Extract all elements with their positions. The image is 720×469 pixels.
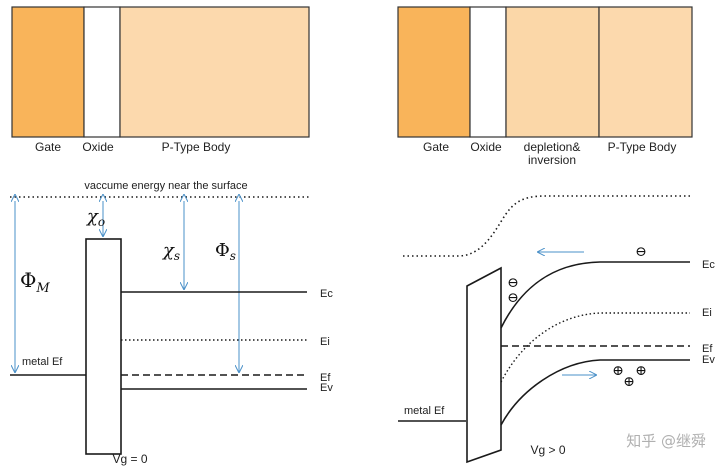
right-depletion-label-1: depletion&	[524, 140, 581, 154]
right-gate-label: Gate	[423, 140, 449, 154]
right-ei-curve	[500, 312, 690, 383]
left-gate-region	[11, 6, 85, 138]
left-oxide-region	[83, 6, 121, 138]
hole-symbol: ⊕	[623, 374, 635, 390]
phi-s-symbol: Φs	[215, 240, 236, 263]
electron-symbol: ⊖	[507, 290, 519, 306]
right-ef-label: Ef	[702, 343, 713, 355]
left-bias-label: Vg = 0	[112, 452, 147, 466]
right-body-region	[598, 6, 693, 138]
right-ec-label: Ec	[702, 259, 715, 271]
hole-symbol: ⊕	[635, 363, 647, 379]
chi-o-symbol: χo	[85, 206, 105, 229]
right-gate-region	[397, 6, 471, 138]
right-depletion-label-2: inversion	[528, 153, 576, 167]
left-body-region	[119, 6, 310, 138]
left-ef-label: Ef	[320, 372, 331, 384]
electron-symbol: ⊖	[507, 275, 519, 291]
right-body-label: P-Type Body	[608, 140, 677, 154]
right-ev-label: Ev	[702, 354, 715, 366]
right-oxide-label: Oxide	[470, 140, 502, 154]
chi-s-symbol: χs	[161, 240, 180, 263]
left-oxide-label: Oxide	[82, 140, 114, 154]
left-ev-label: Ev	[320, 382, 333, 394]
left-gate-label: Gate	[35, 140, 61, 154]
electron-symbol: ⊖	[635, 244, 647, 260]
left-metal-ef-label: metal Ef	[22, 356, 63, 368]
right-ei-label: Ei	[702, 307, 712, 319]
right-structure: Gate Oxide depletion& inversion P-Type B…	[397, 6, 693, 167]
watermark: 知乎 @继舜	[626, 432, 706, 450]
right-bias-label: Vg > 0	[530, 443, 565, 457]
right-oxide-region	[469, 6, 507, 138]
right-ec-curve	[500, 261, 690, 329]
right-vacuum-level-curve	[403, 195, 690, 257]
left-band-diagram: vaccume energy near the surface ΦM χo χs…	[10, 180, 333, 466]
phi-m-symbol: ΦM	[20, 268, 50, 296]
right-oxide-barrier	[466, 266, 502, 464]
right-metal-ef-label: metal Ef	[404, 405, 445, 417]
left-ei-label: Ei	[320, 336, 330, 348]
left-oxide-barrier	[85, 238, 122, 455]
hole-symbol: ⊕	[612, 363, 624, 379]
right-depletion-region	[505, 6, 600, 138]
right-ev-curve	[500, 359, 690, 426]
right-band-diagram: metal Ef Ec Ei Ef Ev ⊖ ⊖ ⊖ ⊕ ⊕ ⊕ Vg > 0	[398, 195, 715, 464]
left-body-label: P-Type Body	[162, 140, 231, 154]
left-ec-label: Ec	[320, 288, 333, 300]
left-structure: Gate Oxide P-Type Body	[11, 6, 310, 154]
vacuum-level-label: vaccume energy near the surface	[84, 180, 247, 192]
